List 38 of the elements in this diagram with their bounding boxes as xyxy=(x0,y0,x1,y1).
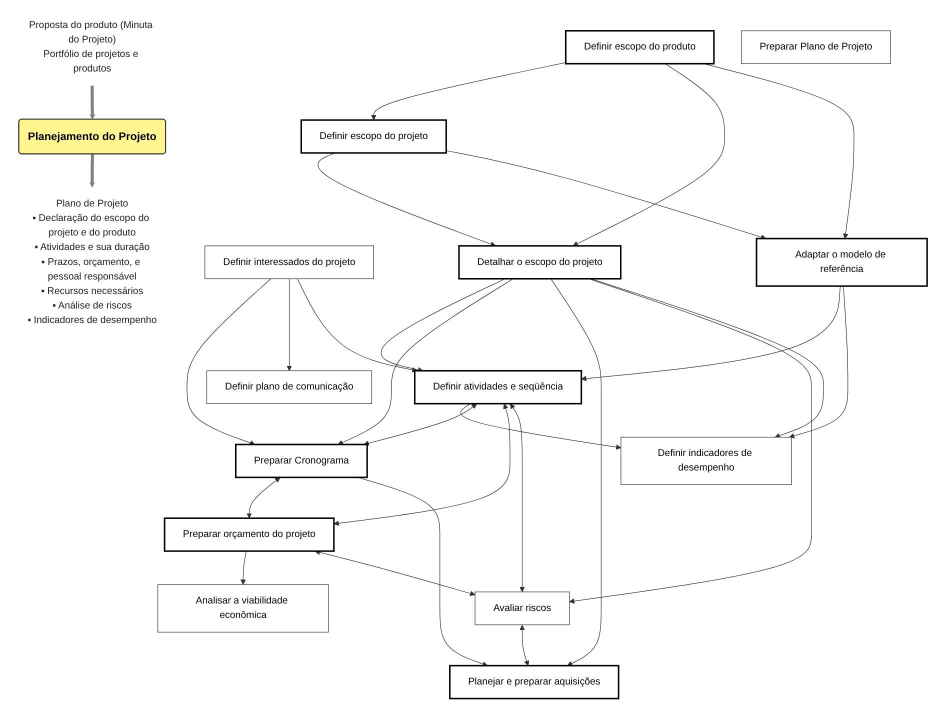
arrow xyxy=(364,404,477,446)
node-box: Preparar Cronograma xyxy=(235,444,368,478)
arrow xyxy=(338,278,514,446)
arrow xyxy=(789,286,848,439)
arrow xyxy=(246,478,280,519)
node-box: Definir escopo do projeto xyxy=(300,120,447,154)
node-box: Preparar orçamento do projeto xyxy=(164,518,335,552)
node-box: Planejar e preparar aquisições xyxy=(449,665,620,700)
arrow xyxy=(510,404,525,592)
arrow xyxy=(460,404,622,450)
node-text: Proposta do produto (Minuta do Projeto) Portfólio de projetos e produtos xyxy=(29,20,153,74)
node-box: Definir escopo do produto xyxy=(564,30,715,65)
arrow xyxy=(334,404,510,526)
arrow xyxy=(569,278,812,604)
arrow xyxy=(314,550,476,596)
node-box: Definir interessados do projeto xyxy=(204,246,374,280)
arrow xyxy=(446,150,766,240)
arrow xyxy=(318,152,496,247)
arrow xyxy=(520,625,530,666)
arrow xyxy=(240,551,247,586)
node-box: Definir atividades e seqüência xyxy=(414,370,582,405)
arrow xyxy=(550,278,602,666)
arrow xyxy=(572,64,725,246)
arrow xyxy=(371,62,566,121)
arrow xyxy=(186,278,272,446)
node-box: Definir plano de comunicação xyxy=(206,370,372,404)
node-box: Definir indicadores de desempenho xyxy=(620,437,792,486)
node-box: Preparar Plano de Projeto xyxy=(741,30,891,64)
arrow xyxy=(90,86,96,120)
node-box: Detalhar o escopo do projeto xyxy=(458,245,622,280)
node-box: Adaptar o modelo de referência xyxy=(756,238,928,288)
arrow xyxy=(286,278,292,372)
node-box: Analisar a viabilidade econômica xyxy=(158,584,329,633)
arrow xyxy=(297,278,418,373)
node-text: Plano de Projeto ▪ Declaração do escopo do projeto e do produto ▪ Atividades e sua duração ▪ Prazos, orçamento, e pessoal responsável ▪ Recursos necessários ▪ Análise de riscos ▪ Indicadores de desempenho xyxy=(28,198,157,326)
node-box: Avaliar riscos xyxy=(474,592,570,626)
arrow xyxy=(90,154,95,188)
arrow xyxy=(581,286,841,382)
